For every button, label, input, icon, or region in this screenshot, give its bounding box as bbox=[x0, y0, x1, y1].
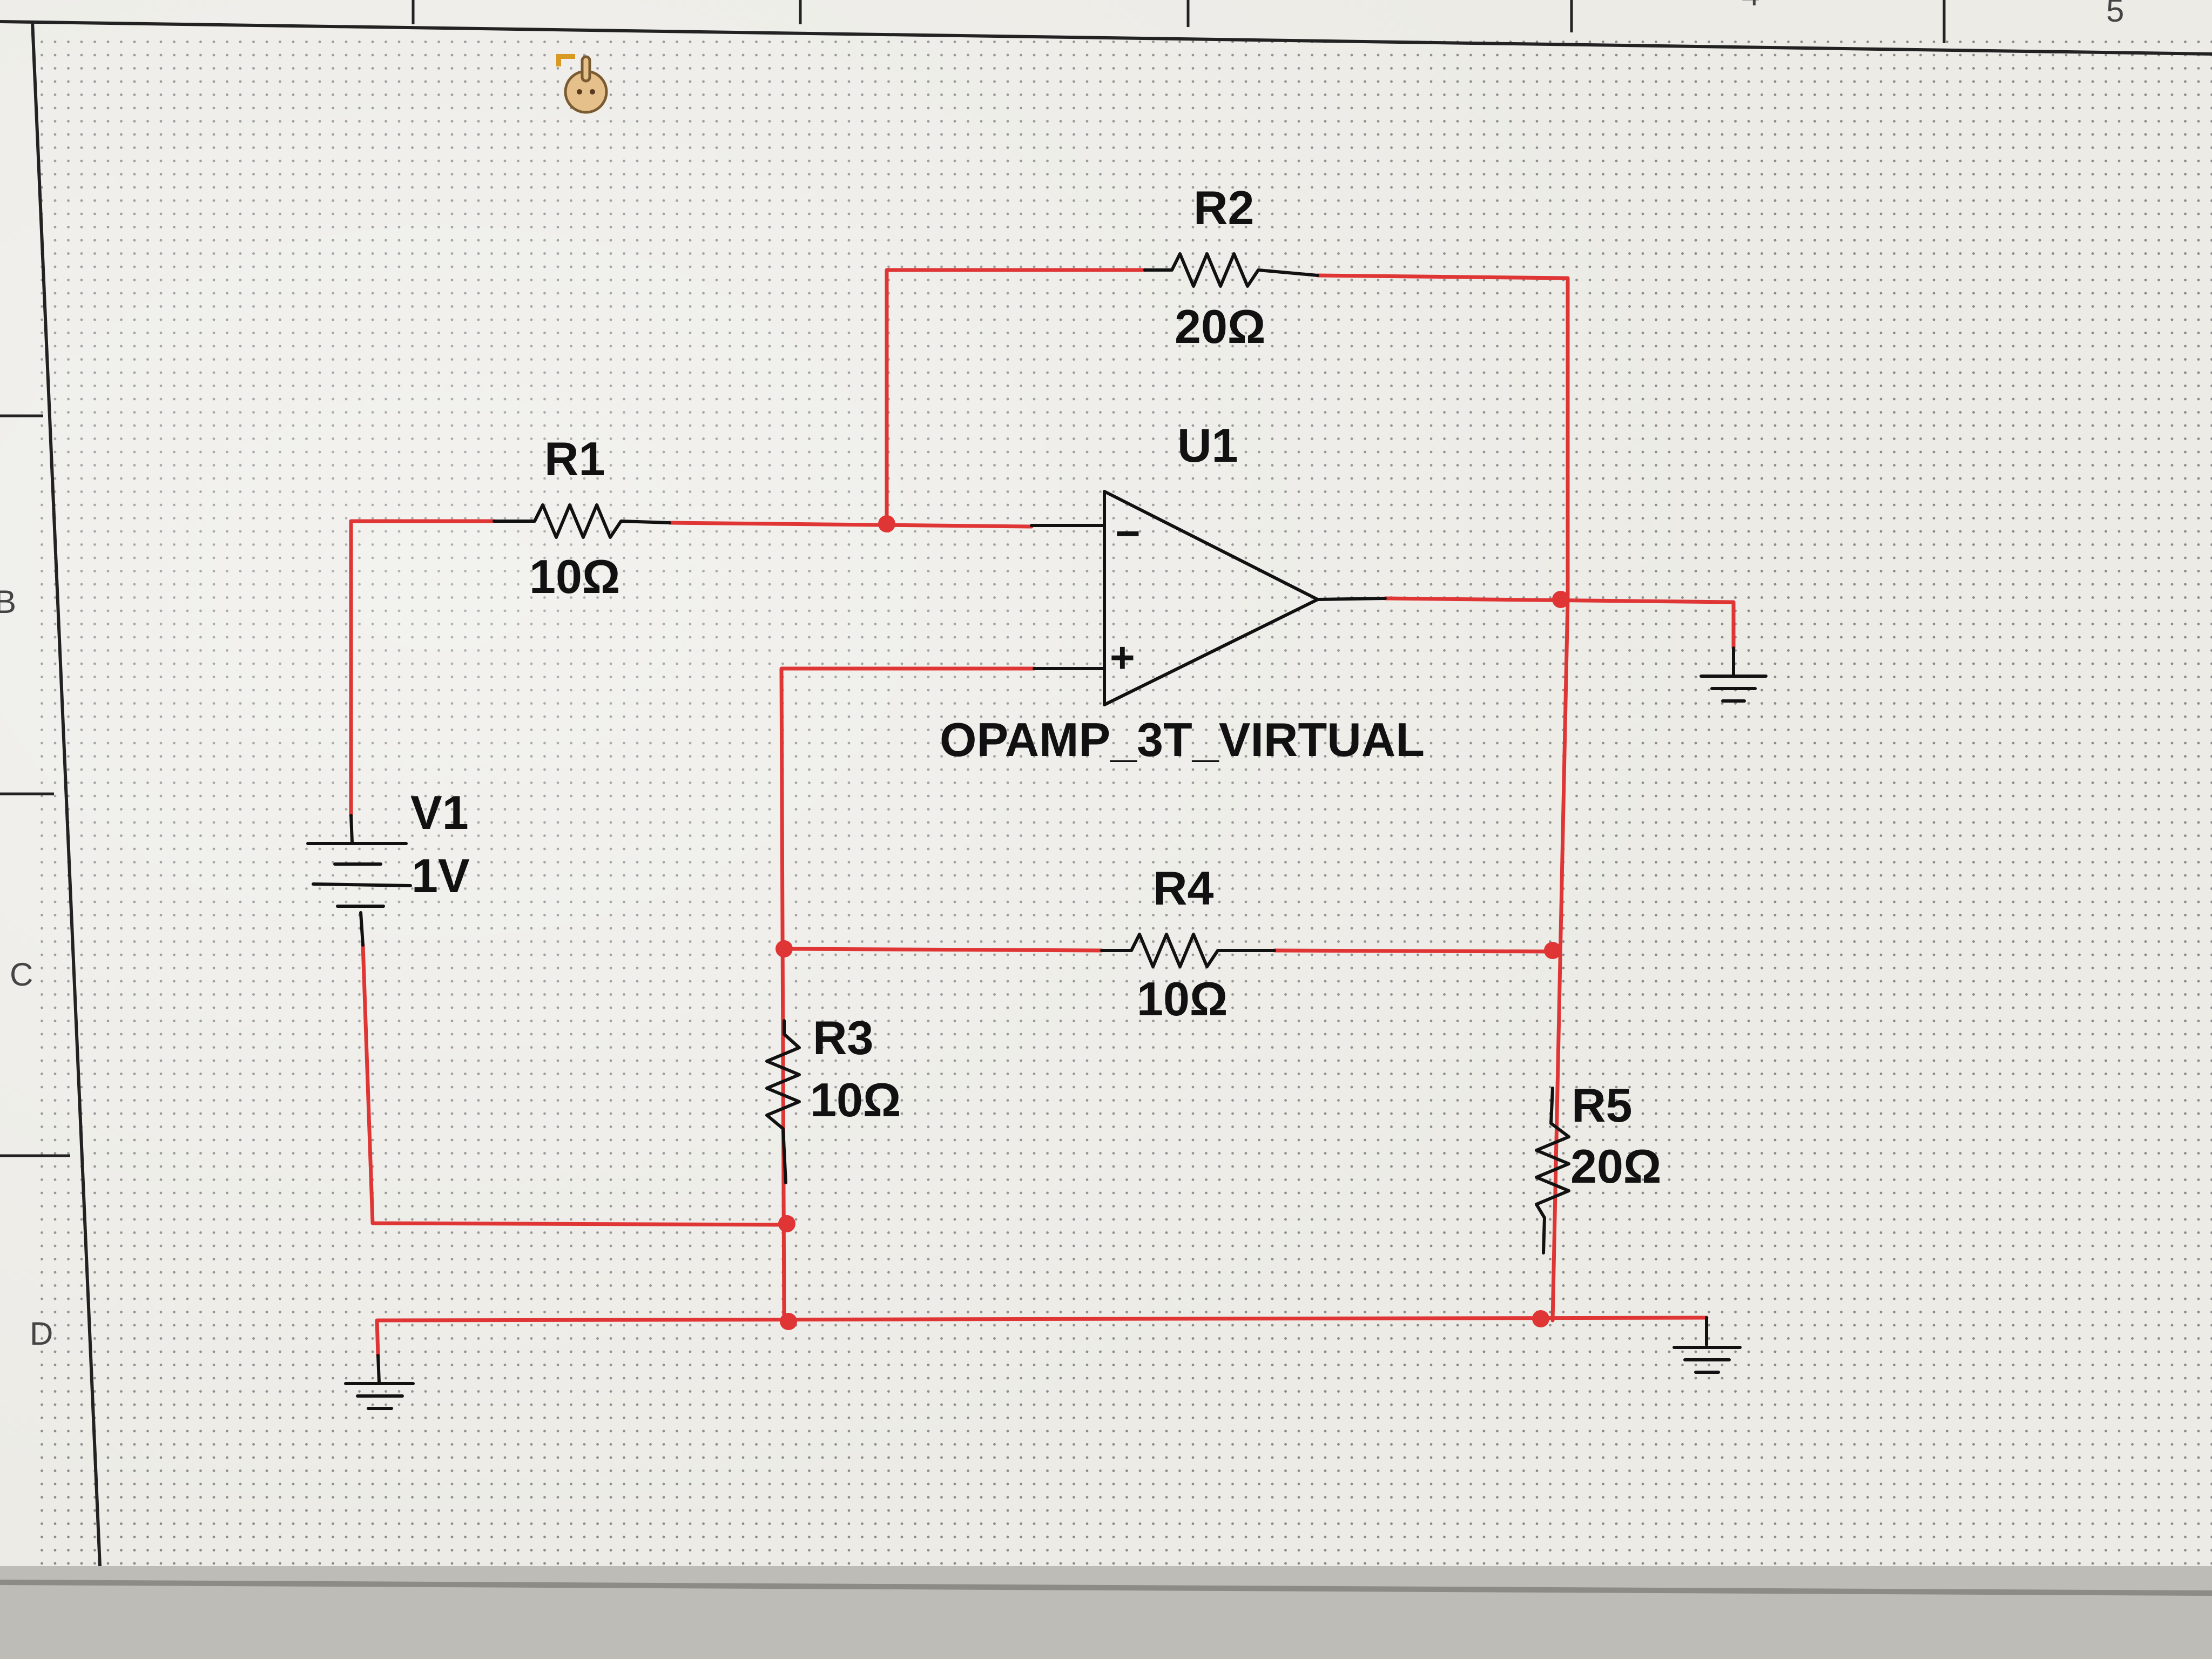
opamp-u1[interactable]: − + U1 OPAMP_3T_VIRTUAL bbox=[940, 419, 1425, 766]
opamp-minus-sign: − bbox=[1115, 509, 1141, 557]
resistor-r1[interactable]: R1 10Ω bbox=[493, 432, 671, 603]
u1-ref: U1 bbox=[1177, 419, 1238, 472]
battery-v1[interactable]: V1 1V bbox=[306, 786, 470, 947]
r4-ref: R4 bbox=[1153, 861, 1214, 915]
resistor-icon bbox=[1100, 933, 1276, 968]
junction-node bbox=[878, 515, 895, 532]
junction-nodes bbox=[775, 515, 1569, 1330]
r5-value: 20Ω bbox=[1570, 1139, 1661, 1193]
border-letter-d: D bbox=[30, 1316, 53, 1352]
junction-node bbox=[1544, 942, 1561, 959]
r1-ref: R1 bbox=[544, 432, 605, 485]
resistor-r4[interactable]: R4 10Ω bbox=[1100, 861, 1276, 1026]
border-number-4: 4 bbox=[1742, 0, 1759, 12]
resistor-icon bbox=[1535, 1087, 1570, 1255]
border-letter-b: B bbox=[0, 584, 16, 620]
resistor-icon bbox=[493, 503, 671, 539]
v1-value: 1V bbox=[412, 849, 470, 902]
ground-icon[interactable] bbox=[1700, 646, 1768, 703]
wires bbox=[349, 268, 1736, 1358]
cursor-icon bbox=[556, 54, 608, 114]
junction-node bbox=[1552, 591, 1569, 608]
opamp-icon bbox=[1030, 490, 1387, 706]
junction-node bbox=[1532, 1310, 1549, 1327]
r3-value: 10Ω bbox=[810, 1073, 901, 1127]
opamp-plus-sign: + bbox=[1110, 633, 1135, 682]
r4-value: 10Ω bbox=[1137, 972, 1228, 1026]
r3-ref: R3 bbox=[813, 1011, 874, 1064]
resistor-r2[interactable]: R2 20Ω bbox=[1143, 181, 1319, 353]
junction-node bbox=[780, 1313, 797, 1330]
v1-ref: V1 bbox=[410, 786, 469, 839]
r5-ref: R5 bbox=[1572, 1078, 1633, 1132]
junction-node bbox=[775, 940, 793, 957]
resistor-r5[interactable]: R5 20Ω bbox=[1535, 1078, 1661, 1255]
junction-node bbox=[778, 1215, 795, 1232]
border-number-5: 5 bbox=[2106, 0, 2124, 29]
border-letter-c: C bbox=[10, 956, 33, 993]
r2-ref: R2 bbox=[1193, 181, 1255, 234]
screen-bottom-bezel bbox=[0, 1566, 2212, 1659]
battery-icon bbox=[306, 814, 412, 947]
resistor-icon bbox=[765, 1019, 801, 1184]
r2-value: 20Ω bbox=[1175, 300, 1265, 353]
u1-part-name: OPAMP_3T_VIRTUAL bbox=[940, 713, 1425, 766]
ground-icon[interactable] bbox=[344, 1354, 415, 1410]
resistor-r3[interactable]: R3 10Ω bbox=[765, 1011, 901, 1184]
r1-value: 10Ω bbox=[529, 550, 620, 603]
resistor-icon bbox=[1143, 252, 1319, 288]
ground-icon[interactable] bbox=[1673, 1316, 1742, 1374]
sheet-border: B C D 4 5 bbox=[0, 0, 2212, 1567]
